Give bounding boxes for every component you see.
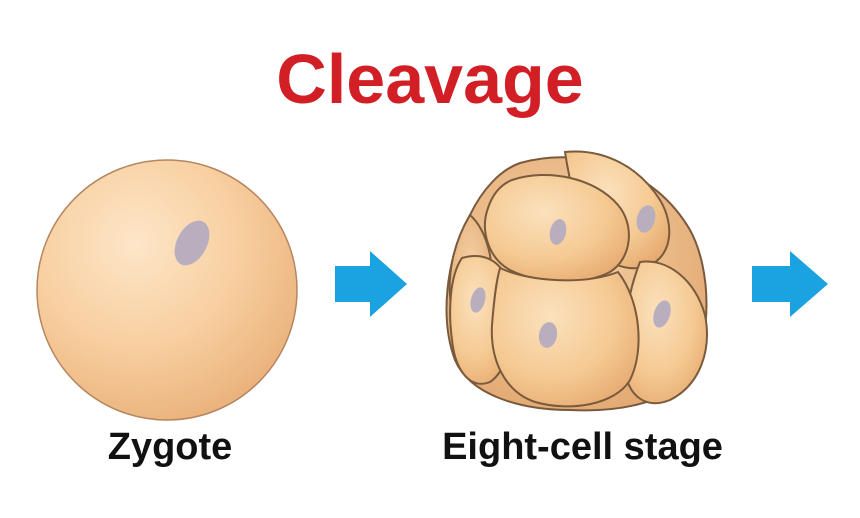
zygote-nucleus (174, 220, 210, 266)
diagram-title: Cleavage (276, 40, 584, 118)
cell-nucleus (653, 300, 671, 328)
cell-nucleus (470, 287, 486, 313)
cell-nucleus (549, 219, 567, 245)
right-arrow-icon (752, 251, 828, 317)
zygote-label: Zygote (107, 426, 233, 468)
eight-cell-stage-label: Eight-cell stage (442, 426, 723, 468)
eight-cell-embryo (445, 150, 708, 412)
cell-nucleus (538, 322, 558, 348)
right-arrow-icon (335, 251, 407, 317)
cell-nucleus (636, 205, 656, 233)
blastomere (490, 266, 640, 408)
zygote-cell (36, 159, 298, 421)
